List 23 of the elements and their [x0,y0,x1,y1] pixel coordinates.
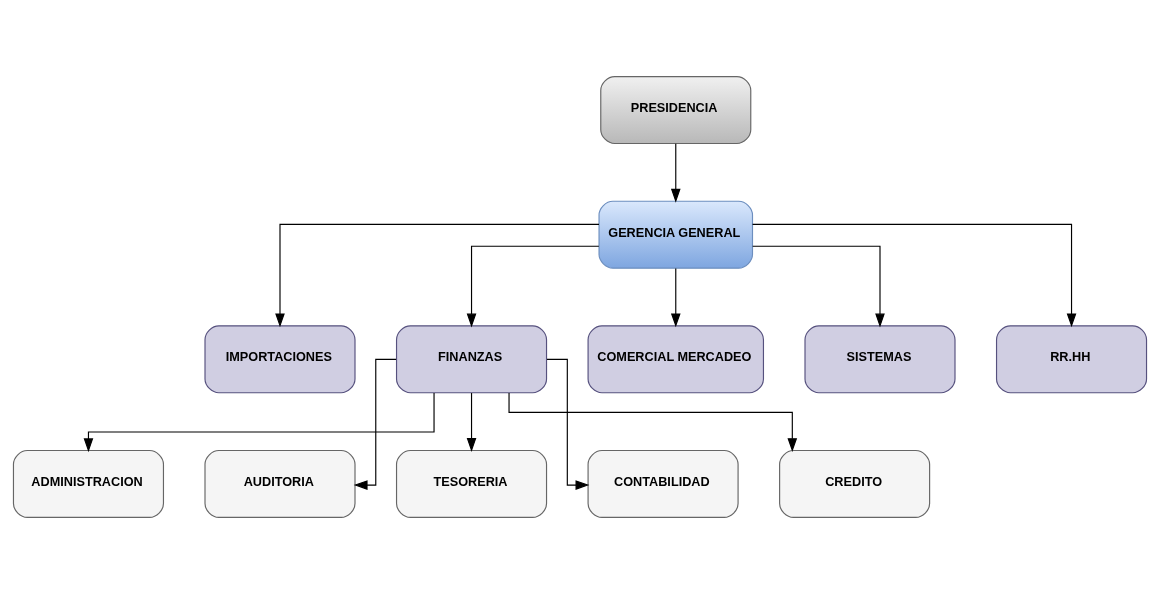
arrow [466,245,600,328]
arrow [546,358,590,490]
arrow [466,392,477,452]
node-box: RR.HH [995,325,1148,394]
arrow [670,267,681,328]
node-box: IMPORTACIONES [204,325,356,394]
node-box: GERENCIA GENERAL [598,200,754,269]
node-box: AUDITORIA [204,449,356,518]
node-box: FINANZAS [395,325,548,394]
arrow [275,223,600,328]
arrow [508,392,798,452]
node-box: TESORERIA [395,449,548,518]
arrow [751,223,1077,328]
node-box: SISTEMAS [804,325,956,394]
node-box: CONTABILIDAD [587,449,739,518]
node-box: CREDITO [779,449,931,518]
node-box: ADMINISTRACION [12,449,165,518]
node-box: PRESIDENCIA [600,76,752,145]
arrow [752,245,885,328]
arrow [83,392,435,453]
arrow [670,143,681,203]
arrow [353,358,397,490]
node-box: COMERCIAL MERCADEO [587,325,765,394]
